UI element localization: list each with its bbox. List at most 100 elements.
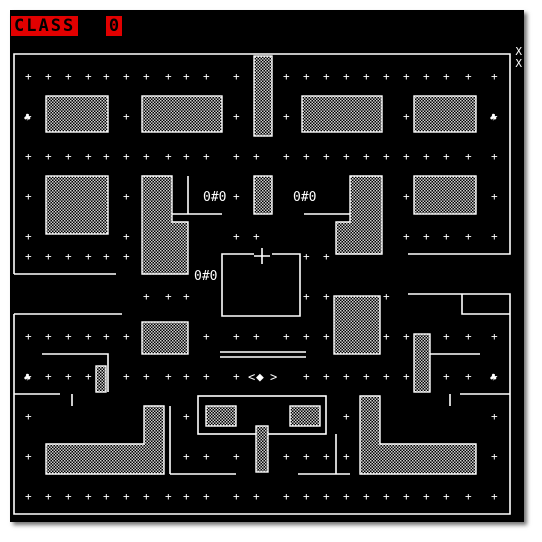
pellet-icon: +: [383, 70, 390, 83]
pellet-icon: +: [103, 70, 110, 83]
lives-indicator: X X: [515, 46, 522, 70]
pellet-icon: +: [465, 150, 472, 163]
ghost-house: [221, 253, 301, 317]
center-bar: [220, 351, 306, 358]
pellet-icon: +: [25, 250, 32, 263]
maze-wall: [14, 393, 73, 406]
pellet-icon: +: [143, 490, 150, 503]
pellet-icon: +: [491, 490, 498, 503]
pellet-icon: +: [165, 370, 172, 383]
pellet-icon: +: [403, 70, 410, 83]
wall-block: [335, 175, 383, 255]
pellet-icon: +: [491, 70, 498, 83]
power-pellet-icon: ♣: [24, 111, 31, 124]
power-pellet-icon: ♣: [490, 111, 497, 124]
pellet-icon: +: [343, 70, 350, 83]
pellet-icon: +: [343, 410, 350, 423]
power-pellet-icon: ♣: [490, 371, 497, 384]
pellet-icon: +: [423, 150, 430, 163]
pellet-icon: +: [403, 150, 410, 163]
pellet-icon: +: [25, 230, 32, 243]
pellet-icon: +: [123, 190, 130, 203]
pellet-icon: +: [123, 250, 130, 263]
wall-block: [253, 55, 273, 137]
pellet-icon: +: [343, 150, 350, 163]
pellet-icon: +: [203, 490, 210, 503]
wall-block: [413, 95, 477, 133]
maze-wall: [449, 393, 510, 406]
player-left-bracket: <: [248, 370, 255, 384]
player-icon: ◆: [256, 370, 264, 385]
pellet-icon: +: [103, 490, 110, 503]
pellet-icon: +: [103, 330, 110, 343]
wall-block: [413, 333, 431, 393]
pellet-icon: +: [491, 450, 498, 463]
pellet-icon: +: [85, 370, 92, 383]
pellet-icon: +: [323, 70, 330, 83]
maze-outer-wall: [13, 53, 511, 515]
pellet-icon: +: [323, 450, 330, 463]
pellet-icon: +: [303, 450, 310, 463]
pellet-icon: +: [283, 330, 290, 343]
pellet-icon: +: [123, 490, 130, 503]
pellet-icon: +: [323, 150, 330, 163]
pellet-icon: +: [123, 370, 130, 383]
pellet-icon: +: [203, 150, 210, 163]
pellet-icon: +: [183, 370, 190, 383]
pellet-icon: +: [233, 450, 240, 463]
pellet-icon: +: [45, 250, 52, 263]
pellet-icon: +: [283, 70, 290, 83]
pellet-icon: +: [65, 150, 72, 163]
pellet-icon: +: [491, 370, 498, 383]
wall-block: [205, 405, 237, 427]
pellet-icon: +: [183, 70, 190, 83]
enemy-mid: 0#0: [194, 269, 217, 284]
pellet-icon: +: [323, 330, 330, 343]
pellet-icon: +: [165, 70, 172, 83]
pellet-icon: +: [283, 450, 290, 463]
pellet-icon: +: [45, 370, 52, 383]
pellet-icon: +: [183, 290, 190, 303]
pellet-icon: +: [183, 450, 190, 463]
power-pellets: ♣♣♣♣: [24, 111, 497, 384]
pellet-icon: +: [183, 150, 190, 163]
pellet-icon: +: [491, 230, 498, 243]
pellet-icon: +: [233, 490, 240, 503]
pellet-icon: +: [45, 70, 52, 83]
pellet-icon: +: [465, 370, 472, 383]
pellet-icon: +: [123, 110, 130, 123]
pellet-icon: +: [343, 370, 350, 383]
pellet-icon: +: [303, 250, 310, 263]
pellet-icon: +: [303, 490, 310, 503]
pellet-icon: +: [233, 190, 240, 203]
pellet-icon: +: [303, 70, 310, 83]
maze-wall: [170, 434, 350, 475]
pellet-icon: +: [465, 330, 472, 343]
enemy-right: 0#0: [293, 190, 316, 205]
pellet-icon: +: [383, 290, 390, 303]
pellet-icon: +: [465, 70, 472, 83]
pellet-icon: +: [363, 70, 370, 83]
pellet-icon: +: [25, 450, 32, 463]
pellet-icon: +: [103, 250, 110, 263]
pellet-icon: +: [253, 230, 260, 243]
pellet-icon: +: [65, 330, 72, 343]
pellet-icon: +: [403, 370, 410, 383]
pellet-icon: +: [383, 330, 390, 343]
pellet-icon: +: [25, 190, 32, 203]
pellet-icon: +: [303, 150, 310, 163]
pellet-icon: +: [403, 330, 410, 343]
pellet-icon: +: [465, 230, 472, 243]
pellet-icon: +: [443, 150, 450, 163]
pellet-icon: +: [65, 250, 72, 263]
pellet-icon: +: [143, 290, 150, 303]
pellet-icon: +: [403, 110, 410, 123]
maze-wall: [42, 353, 109, 392]
pellet-icon: +: [85, 150, 92, 163]
life-icon: X: [515, 45, 522, 58]
wall-block: [141, 95, 223, 133]
pellet-icon: +: [143, 370, 150, 383]
wall-block: [359, 395, 477, 475]
pellet-icon: +: [183, 490, 190, 503]
pellet-icon: +: [443, 330, 450, 343]
